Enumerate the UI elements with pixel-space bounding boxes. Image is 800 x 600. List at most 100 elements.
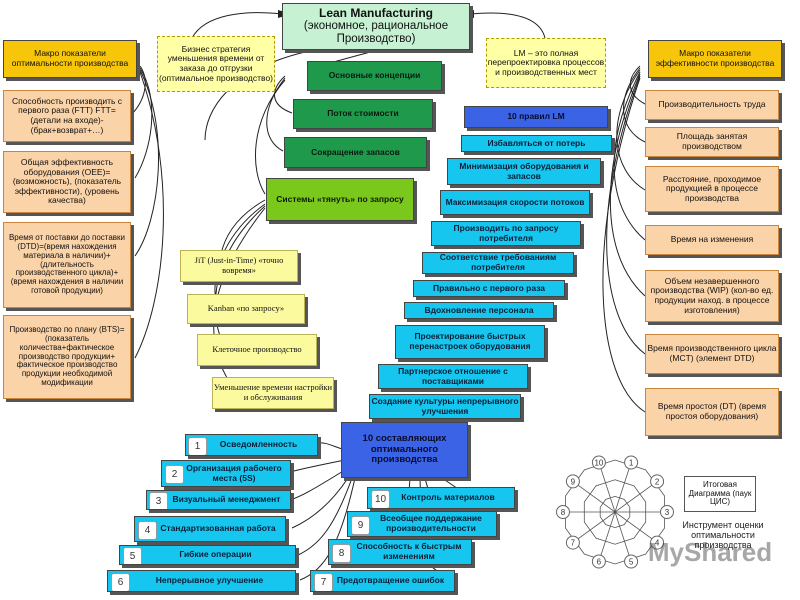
watermark: MyShared — [647, 537, 773, 567]
rule-9: Партнерское отношение с поставщиками — [378, 364, 528, 389]
rule-4: Производить по запросу потребителя — [431, 221, 581, 246]
wheel-node-9 — [565, 474, 580, 489]
pull-item-jit: JiT (Just-in-Time) «точно вовремя» — [180, 250, 298, 282]
left-item-dtd: Время от поставки до поставки (DTD)=(вре… — [3, 222, 131, 308]
concept-value-stream: Поток стоимости — [293, 99, 433, 129]
pull-item-setup: Уменьшение времени настройки и обслужива… — [212, 377, 334, 409]
component-label-10: Контроль материалов — [401, 492, 495, 503]
left-item-ftt: Способность производить с первого раза (… — [3, 90, 131, 142]
wheel-spoke-4 — [614, 511, 658, 543]
tool-label: Инструмент оценки оптимальности производ… — [682, 520, 764, 551]
component-label-3: Визуальный менеджмент — [172, 494, 281, 505]
wheel-label-8: 8 — [561, 508, 566, 517]
wheel-spoke-6 — [598, 511, 616, 562]
component-number-5: 5 — [123, 547, 142, 564]
pull-item-cellular: Клеточное производство — [197, 334, 317, 366]
component-label-9: Всеобщее поддержание производительности — [380, 513, 482, 533]
wheel-label-2: 2 — [655, 477, 660, 486]
component-number-2: 2 — [165, 465, 184, 484]
wheel-label-9: 9 — [571, 477, 576, 486]
right-item-mct: Время производственного цикла (MCT) (эле… — [645, 334, 779, 374]
component-7: 7 Предотвращение ошибок — [310, 570, 455, 592]
component-number-9: 9 — [351, 516, 370, 535]
wheel-label-3: 3 — [665, 508, 670, 517]
wheel-node-5 — [624, 554, 639, 569]
summary-diagram-label: Итоговая Диаграмма (паук ЦИС) — [684, 476, 756, 512]
rule-7: Вдохновление персонала — [404, 302, 554, 319]
rule-2: Минимизация оборудования и запасов — [447, 158, 601, 185]
left-item-bts: Производство по плану (BTS)=(показатель … — [3, 315, 131, 399]
concept-inventory: Сокращение запасов — [284, 137, 427, 168]
wheel-node-7 — [565, 535, 580, 550]
component-label-2: Организация рабочего места (5S) — [186, 462, 282, 483]
spider-diagram: 1 2 3 4 5 6 7 8 9 10 — [556, 455, 674, 569]
wheel-node-1 — [624, 455, 639, 470]
rule-8: Проектирование быстрых перенастроек обор… — [395, 325, 545, 359]
component-8: 8 Способность к быстрым изменениям — [328, 539, 472, 565]
strategy-note: Бизнес стратегия уменьшения времени от з… — [157, 36, 275, 92]
component-number-10: 10 — [371, 490, 390, 508]
component-10: 10 Контроль материалов — [367, 487, 515, 509]
rule-1: Избавляться от потерь — [461, 135, 612, 152]
component-6: 6 Непрерывное улучшение — [107, 570, 296, 592]
right-item-area: Площадь занятая производством — [645, 127, 779, 157]
rule-3: Максимизация скорости потоков — [440, 190, 590, 215]
wheel-spoke-2 — [614, 481, 658, 513]
pull-systems: Системы «тянуть» по запросу — [266, 178, 414, 221]
wheel-label-6: 6 — [597, 558, 602, 567]
component-3: 3 Визуальный менеджмент — [146, 490, 291, 510]
right-item-changeover: Время на изменения — [645, 225, 779, 255]
wheel-ring-3 — [599, 495, 631, 529]
component-label-5: Гибкие операции — [179, 549, 252, 560]
component-number-3: 3 — [149, 492, 168, 509]
concept-main: Основные концепции — [307, 61, 442, 91]
component-5: 5 Гибкие операции — [119, 545, 296, 565]
wheel-label-5: 5 — [629, 558, 634, 567]
component-number-4: 4 — [138, 521, 157, 540]
wheel-spoke-5 — [614, 511, 632, 562]
component-2: 2 Организация рабочего места (5S) — [161, 460, 291, 487]
right-item-downtime: Время простоя (DT) (время простоя оборуд… — [645, 388, 779, 436]
rule-6: Правильно с первого раза — [413, 280, 565, 297]
pull-item-kanban: Kanban «по запросу» — [187, 294, 305, 324]
right-item-productivity: Производительность труда — [645, 90, 779, 120]
rule-10: Создание культуры непрерывного улучшения — [369, 394, 521, 419]
wheel-node-3 — [660, 505, 674, 519]
wheel-node-8 — [556, 505, 570, 519]
wheel-spoke-7 — [572, 511, 616, 543]
component-label-6: Непрерывное улучшение — [155, 575, 264, 586]
component-number-6: 6 — [111, 573, 130, 591]
wheel-ring-2 — [583, 479, 647, 545]
right-item-distance: Расстояние, проходимое продукцией в проц… — [645, 166, 779, 212]
left-header: Макро показатели оптимальности производс… — [3, 40, 137, 78]
left-item-oee: Общая эффективность оборудования (OEE)=(… — [3, 151, 131, 213]
lm-note: LM – это полная перепроектировка процесс… — [486, 38, 606, 88]
wheel-label-10: 10 — [594, 459, 603, 468]
wheel-node-6 — [591, 554, 606, 569]
right-header: Макро показатели эффективности производс… — [648, 40, 782, 78]
component-number-7: 7 — [314, 573, 333, 591]
rules-title: 10 правил LM — [464, 106, 608, 128]
component-number-8: 8 — [332, 544, 351, 563]
component-9: 9 Всеобщее поддержание производительност… — [347, 511, 497, 537]
wheel-spoke-10 — [598, 462, 616, 513]
wheel-label-1: 1 — [629, 459, 634, 468]
wheel-label-4: 4 — [655, 539, 660, 548]
rule-5: Соответствие требованиям потребителя — [422, 252, 574, 274]
component-number-1: 1 — [188, 437, 207, 455]
component-label-8: Способность к быстрым изменениям — [356, 541, 462, 561]
wheel-label-7: 7 — [571, 539, 576, 548]
component-label-4: Стандартизованная работа — [160, 523, 276, 534]
wheel-node-4 — [650, 535, 665, 550]
component-label-1: Осведомленность — [219, 439, 298, 450]
title-line1: Lean Manufacturing — [318, 5, 433, 20]
wheel-spoke-9 — [572, 481, 616, 513]
lean-manufacturing-title: Lean Manufacturing (экономное, рациональ… — [282, 3, 470, 50]
title-line2: (экономное, рациональное Производство) — [303, 20, 449, 46]
right-item-wip: Объем незавершенного производства (WIP) … — [645, 270, 779, 322]
component-1: 1 Осведомленность — [185, 434, 318, 456]
wheel-node-2 — [650, 474, 665, 489]
component-label-7: Предотвращение ошибок — [336, 575, 445, 586]
wheel-spoke-1 — [614, 462, 632, 513]
